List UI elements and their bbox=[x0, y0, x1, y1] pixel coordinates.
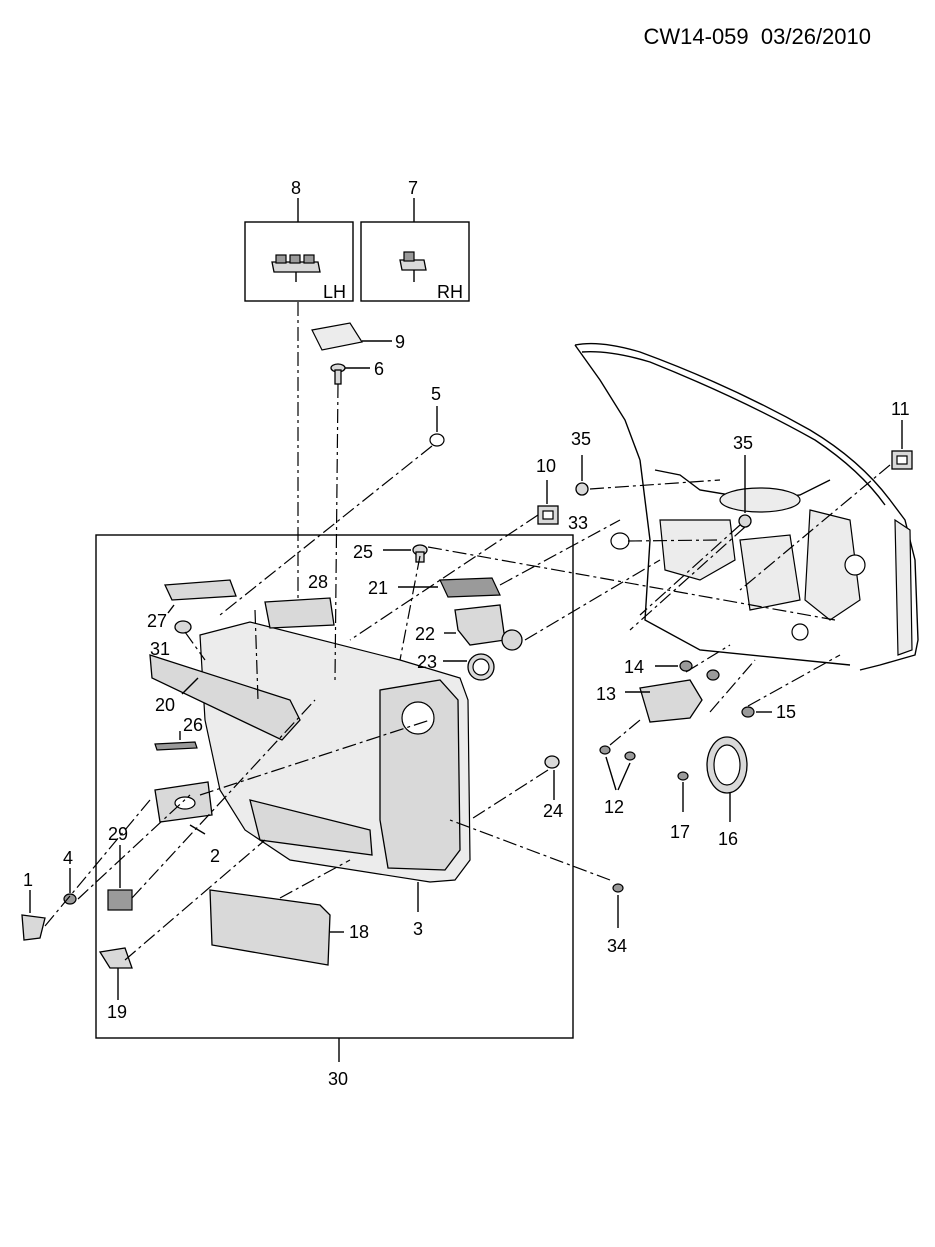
callout-11: 11 bbox=[891, 399, 910, 419]
speaker-bracket-13 bbox=[625, 679, 703, 723]
callout-21: 21 bbox=[368, 578, 388, 598]
callout-33: 33 bbox=[568, 513, 588, 533]
clip-25 bbox=[383, 544, 428, 563]
callout-18: 18 bbox=[349, 922, 369, 942]
callout-2: 2 bbox=[210, 846, 220, 866]
screw-34 bbox=[612, 883, 624, 928]
switch-bezel-9 bbox=[311, 322, 392, 351]
callout-3: 3 bbox=[413, 919, 423, 939]
callout-22: 22 bbox=[415, 624, 435, 644]
clip-10 bbox=[537, 480, 559, 525]
cap-1 bbox=[21, 890, 46, 941]
callout-13: 13 bbox=[596, 684, 616, 704]
callout-10: 10 bbox=[536, 456, 556, 476]
clip-11 bbox=[891, 420, 913, 470]
speaker-grille-23 bbox=[443, 653, 495, 681]
clip-29 bbox=[107, 845, 133, 911]
callout-16: 16 bbox=[718, 829, 738, 849]
inside-handle-22 bbox=[444, 604, 523, 651]
callout-4: 4 bbox=[63, 848, 73, 868]
callout-35b: 35 bbox=[733, 433, 753, 453]
leader-lines bbox=[44, 302, 891, 961]
armrest-20 bbox=[149, 654, 301, 741]
switch-plate-28 bbox=[264, 597, 335, 629]
window-switch-lh-icon bbox=[271, 254, 321, 282]
door-trim-panel-3 bbox=[199, 621, 471, 912]
callout-25: 25 bbox=[353, 542, 373, 562]
strip-26 bbox=[154, 731, 198, 751]
document-header: CW14-059 03/26/2010 bbox=[644, 24, 872, 50]
cover-19 bbox=[98, 947, 133, 1000]
nut-15 bbox=[741, 706, 772, 718]
callout-1: 1 bbox=[23, 870, 33, 890]
callout-9: 9 bbox=[395, 332, 405, 352]
lh-label: LH bbox=[323, 282, 346, 302]
callout-27: 27 bbox=[147, 611, 167, 631]
callout-34: 34 bbox=[607, 936, 627, 956]
switch-inset-lh: LH bbox=[244, 198, 354, 302]
callout-20: 20 bbox=[155, 695, 175, 715]
switch-inset-rh: RH bbox=[360, 198, 470, 302]
callout-5: 5 bbox=[431, 384, 441, 404]
callout-30: 30 bbox=[328, 1069, 348, 1089]
diagram-date: 03/26/2010 bbox=[760, 24, 871, 49]
cap-5 bbox=[429, 406, 445, 447]
storage-bin-18 bbox=[209, 889, 344, 966]
callout-12: 12 bbox=[604, 797, 624, 817]
bezel-27 bbox=[164, 579, 237, 614]
nut-14 bbox=[655, 660, 720, 681]
callout-29: 29 bbox=[108, 824, 128, 844]
callout-28: 28 bbox=[308, 572, 328, 592]
callout-26: 26 bbox=[183, 715, 203, 735]
rh-label: RH bbox=[437, 282, 463, 302]
plug-33 bbox=[610, 532, 630, 550]
callout-17: 17 bbox=[670, 822, 690, 842]
callout-14: 14 bbox=[624, 657, 644, 677]
trim-panel-assembly-frame bbox=[95, 534, 574, 1039]
callout-24: 24 bbox=[543, 801, 563, 821]
screw-6 bbox=[330, 363, 370, 385]
door-frame bbox=[574, 342, 919, 671]
window-switch-rh-icon bbox=[399, 251, 427, 282]
grommet-35b bbox=[738, 455, 752, 528]
pull-cup-2 bbox=[154, 781, 213, 835]
grommet-35a bbox=[575, 455, 589, 496]
clip-31 bbox=[174, 620, 192, 634]
callout-7: 7 bbox=[408, 178, 418, 198]
handle-bracket-21 bbox=[398, 577, 501, 598]
clip-24 bbox=[544, 755, 560, 800]
speaker-16 bbox=[706, 736, 748, 822]
callout-23: 23 bbox=[417, 652, 437, 672]
screws-12 bbox=[599, 745, 636, 791]
callout-15: 15 bbox=[776, 702, 796, 722]
callout-31: 31 bbox=[150, 639, 170, 659]
callout-8: 8 bbox=[291, 178, 301, 198]
callout-6: 6 bbox=[374, 359, 384, 379]
callout-19: 19 bbox=[107, 1002, 127, 1022]
screw-4 bbox=[63, 868, 77, 905]
callout-35a: 35 bbox=[571, 429, 591, 449]
callout-labels: 8 7 9 6 5 11 35 35 10 33 25 28 21 27 22 … bbox=[23, 178, 910, 1089]
screw-17 bbox=[677, 771, 689, 812]
diagram-code: CW14-059 bbox=[643, 24, 749, 49]
